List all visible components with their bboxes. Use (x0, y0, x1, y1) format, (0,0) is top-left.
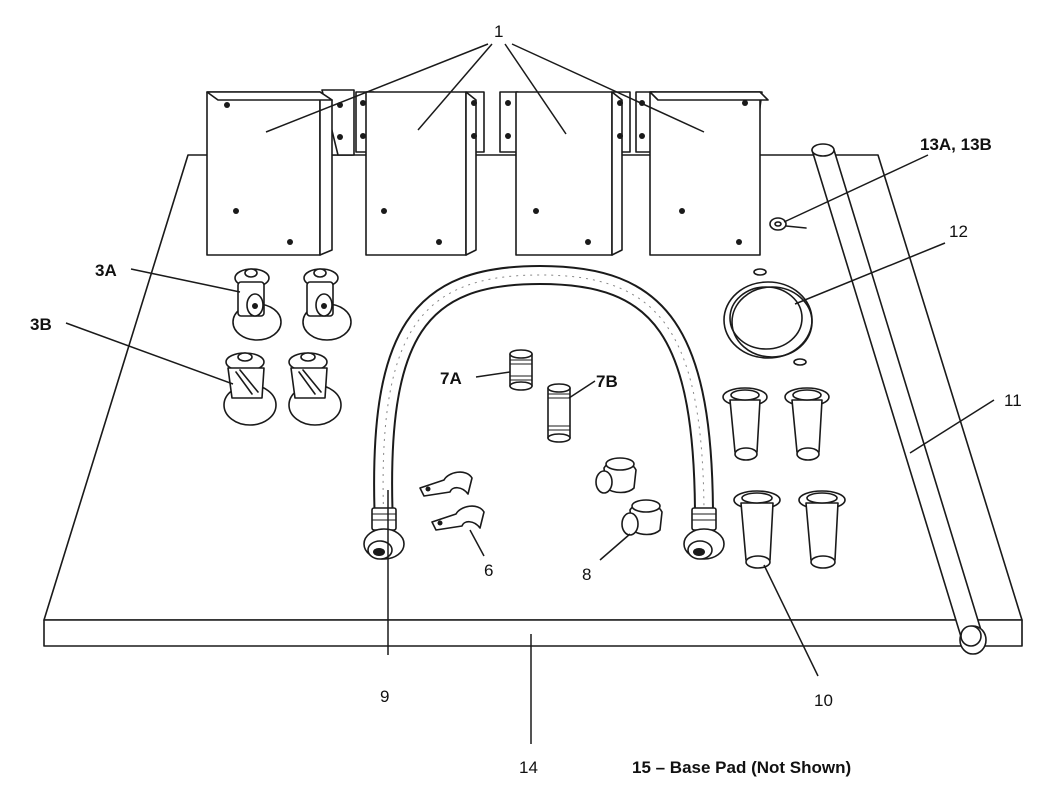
callout-13: 13A, 13B (920, 135, 992, 154)
elbow-fitting-lower (621, 499, 663, 536)
elbow-fitting-upper (595, 457, 637, 494)
bushing-3 (733, 490, 781, 569)
electrical-box-3 (499, 91, 631, 256)
support-rod (811, 143, 987, 655)
pipe-nipple-7a (509, 349, 533, 391)
callout-7a: 7A (440, 369, 462, 388)
caster-3b-right (288, 352, 342, 426)
callout-9: 9 (380, 687, 389, 706)
cable-coil (723, 268, 813, 366)
caster-3b-left (223, 352, 277, 426)
conduit-fitting-left (363, 507, 405, 560)
electrical-box-4 (635, 91, 769, 256)
callout-6: 6 (484, 561, 493, 580)
leader-lines (65, 43, 995, 744)
bushing-2 (784, 387, 830, 461)
callout-14: 14 (519, 758, 538, 777)
eye-bolt (769, 217, 807, 231)
footnote-15: 15 – Base Pad (Not Shown) (632, 758, 851, 777)
bushing-4 (798, 490, 846, 569)
caster-3a-right (302, 268, 352, 341)
callout-7b: 7B (596, 372, 618, 391)
callout-3b: 3B (30, 315, 52, 334)
callout-10: 10 (814, 691, 833, 710)
pipe-clamp-lower (431, 505, 485, 531)
electrical-box-2 (355, 91, 485, 256)
flexible-conduit (373, 264, 715, 526)
callout-3a: 3A (95, 261, 117, 280)
callout-12: 12 (949, 222, 968, 241)
electrical-box-1 (206, 89, 355, 256)
bushing-1 (722, 387, 768, 461)
caster-3a-left (232, 268, 282, 341)
conduit-fitting-right (683, 507, 725, 560)
pipe-nipple-7b (547, 383, 571, 443)
pipe-clamp-upper (419, 471, 473, 497)
callout-1: 1 (494, 22, 503, 41)
callout-8: 8 (582, 565, 591, 584)
callout-11: 11 (1004, 391, 1022, 410)
